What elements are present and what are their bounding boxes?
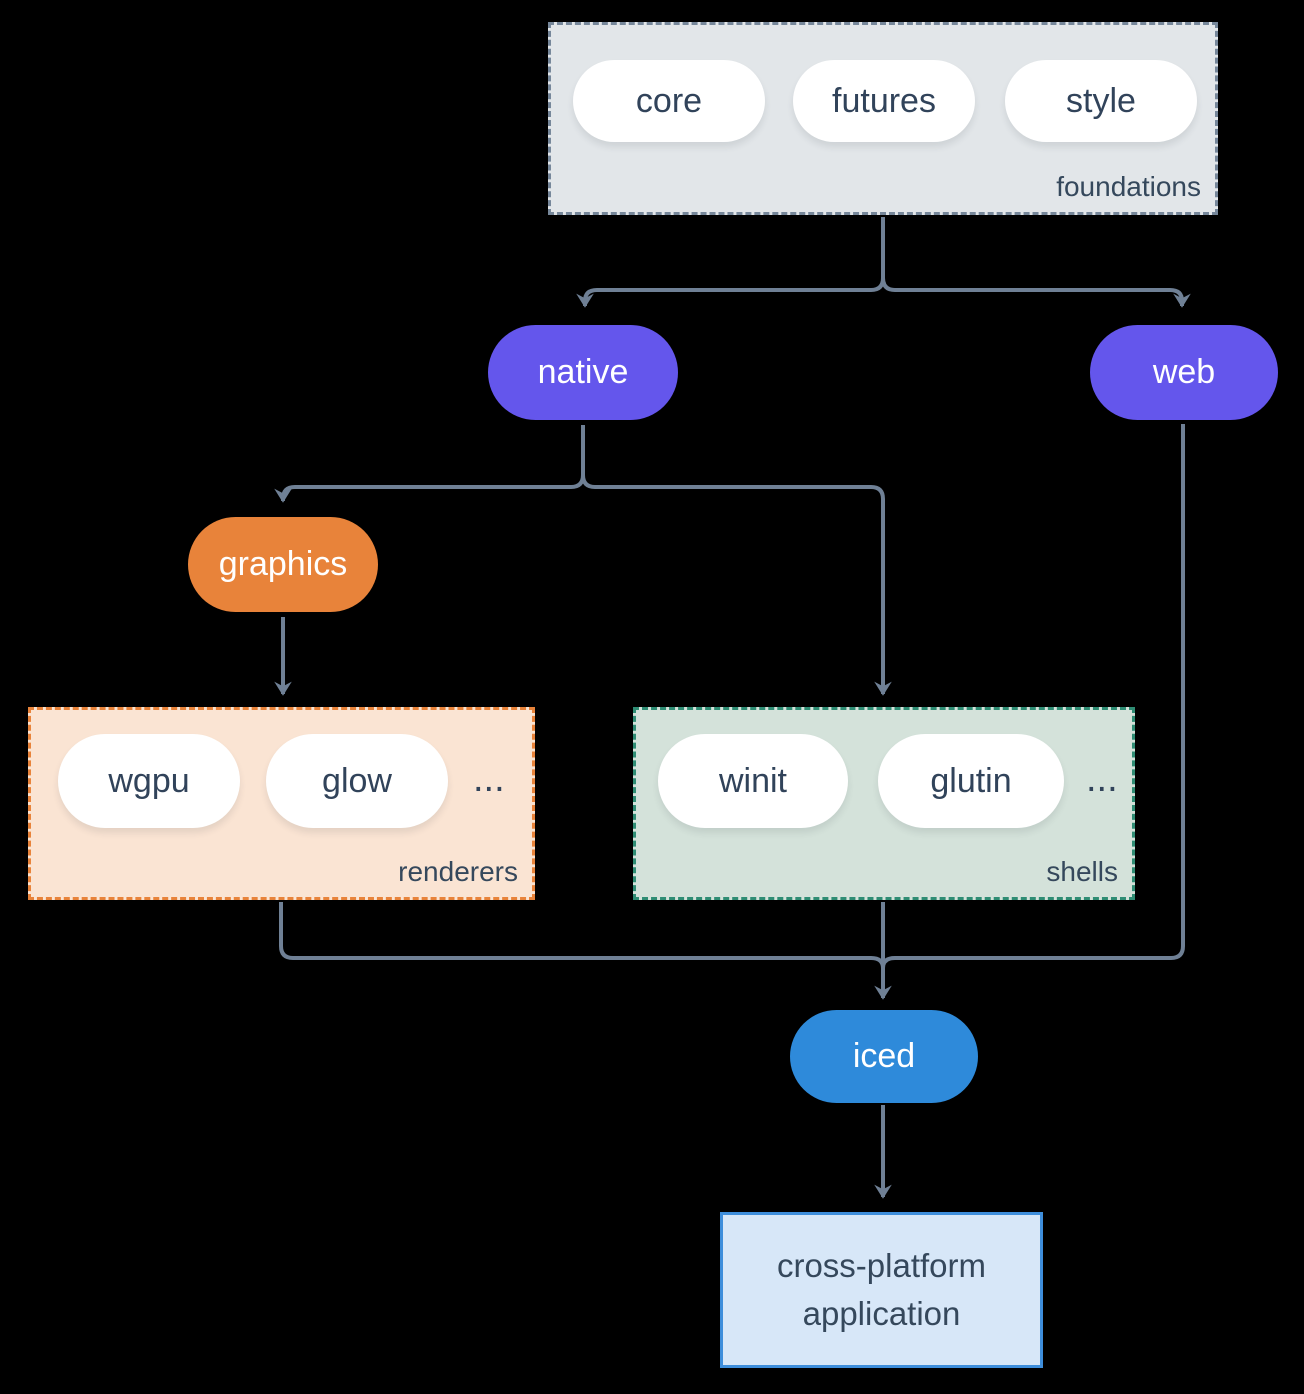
crate-wgpu-label: wgpu — [108, 761, 190, 800]
crate-style: style — [1005, 60, 1197, 142]
node-web-label: web — [1152, 353, 1216, 391]
crate-core-label: core — [635, 81, 703, 120]
edge-native-shells — [581, 425, 892, 696]
crate-futures-label: futures — [832, 81, 936, 120]
crate-winit-label: winit — [718, 761, 788, 800]
cross-platform-application-box: cross-platform application — [720, 1212, 1043, 1368]
shells-ellipsis: ... — [1086, 758, 1118, 800]
node-native-label: native — [537, 353, 629, 391]
node-web: web — [1090, 325, 1278, 420]
crate-glutin: glutin — [878, 734, 1064, 828]
crate-glow-label: glow — [322, 761, 392, 800]
crate-futures: futures — [793, 60, 975, 142]
shells-group: winit glutin ... shells — [633, 707, 1135, 900]
crate-style-label: style — [1066, 81, 1136, 120]
application-label-line2: application — [802, 1295, 961, 1332]
node-iced: iced — [790, 1010, 978, 1103]
node-iced-label: iced — [852, 1037, 916, 1075]
crate-wgpu: wgpu — [58, 734, 240, 828]
application-label-line1: cross-platform — [776, 1247, 987, 1285]
shells-group-label: shells — [1046, 856, 1118, 887]
edge-native-graphics — [274, 425, 585, 503]
edge-renderers-merge — [279, 902, 885, 969]
renderers-group: wgpu glow ... renderers — [28, 707, 535, 900]
foundations-group: core futures style foundations — [548, 22, 1218, 215]
crate-winit: winit — [658, 734, 848, 828]
foundations-group-label: foundations — [1056, 171, 1201, 202]
crate-core: core — [573, 60, 765, 142]
node-native: native — [488, 325, 678, 420]
crate-glutin-label: glutin — [930, 761, 1012, 800]
crate-glow: glow — [266, 734, 448, 828]
edge-foundations-web — [881, 217, 1191, 308]
edge-foundations-native — [576, 217, 885, 308]
node-graphics: graphics — [188, 517, 378, 612]
renderers-ellipsis: ... — [473, 758, 505, 800]
node-graphics-label: graphics — [218, 545, 348, 583]
renderers-group-label: renderers — [398, 856, 518, 887]
